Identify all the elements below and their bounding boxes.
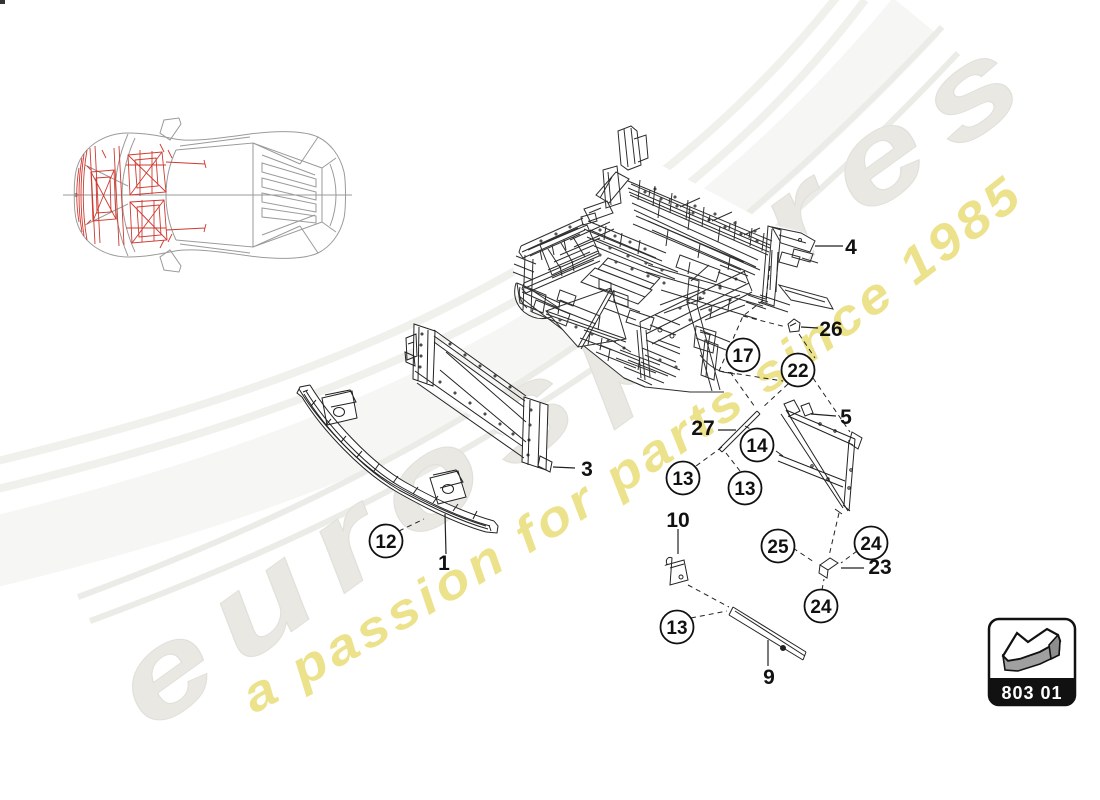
svg-text:3: 3 [581,458,593,481]
svg-text:24: 24 [860,534,882,555]
svg-text:5: 5 [840,406,852,429]
svg-text:26: 26 [819,318,842,341]
svg-text:13: 13 [734,479,755,500]
svg-text:14: 14 [746,436,768,457]
svg-text:12: 12 [375,532,396,553]
svg-text:13: 13 [666,618,687,639]
svg-text:24: 24 [810,597,832,618]
svg-text:27: 27 [691,417,714,440]
svg-text:9: 9 [763,666,775,689]
svg-text:10: 10 [666,509,689,532]
svg-text:eurospares: eurospares [87,0,1063,754]
svg-text:4: 4 [845,236,857,259]
svg-text:803 01: 803 01 [1001,683,1062,703]
svg-text:25: 25 [767,537,789,558]
svg-text:13: 13 [672,469,693,490]
svg-text:1: 1 [438,552,450,575]
svg-text:22: 22 [787,361,808,382]
svg-text:23: 23 [868,556,891,579]
svg-text:17: 17 [732,346,753,367]
